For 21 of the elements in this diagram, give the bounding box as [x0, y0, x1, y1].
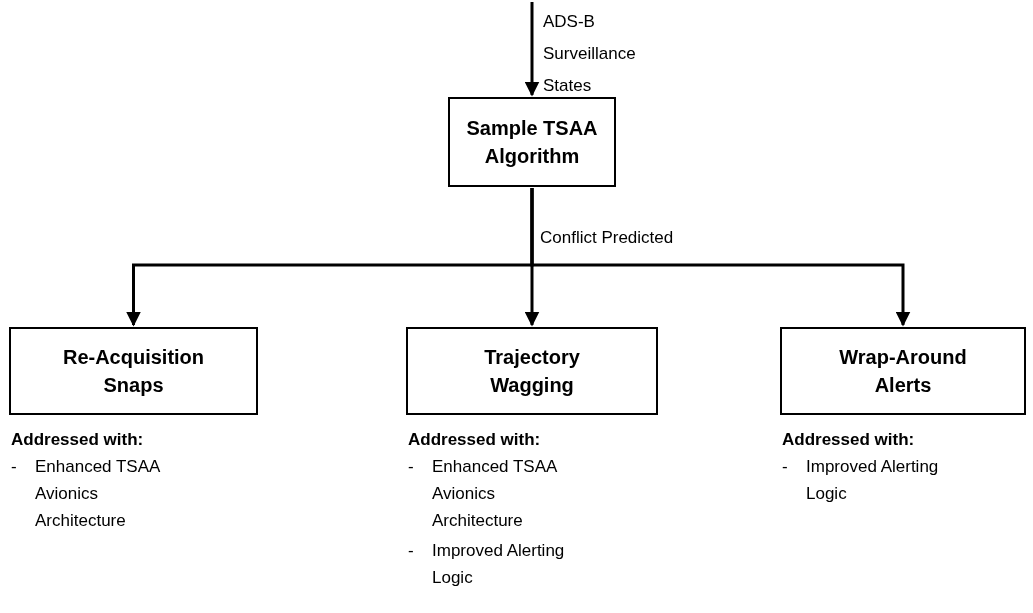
note-heading: Addressed with:	[11, 429, 145, 451]
list-marker: -	[408, 456, 415, 478]
note-heading: Addressed with:	[782, 429, 916, 451]
process-box	[448, 97, 616, 187]
list-marker: -	[11, 456, 18, 478]
note-heading: Addressed with:	[408, 429, 542, 451]
process-box	[9, 327, 258, 415]
note-item: Enhanced TSAA Avionics Architecture	[35, 456, 161, 532]
note-item: Improved Alerting Logic	[806, 456, 940, 505]
list-marker: -	[782, 456, 789, 478]
box-title: Wrap-Around Alerts	[838, 345, 968, 398]
arrow	[524, 2, 540, 97]
box-title: Re-Acquisition Snaps	[61, 345, 206, 398]
list-marker: -	[408, 540, 415, 562]
note-item: Enhanced TSAA Avionics Architecture	[432, 456, 558, 532]
arrow	[530, 188, 911, 327]
process-box	[406, 327, 658, 415]
note-item: Improved Alerting Logic	[432, 540, 566, 589]
process-box	[780, 327, 1026, 415]
box-title: Sample TSAA Algorithm	[465, 116, 599, 169]
box-title: Trajectory Wagging	[483, 345, 581, 398]
